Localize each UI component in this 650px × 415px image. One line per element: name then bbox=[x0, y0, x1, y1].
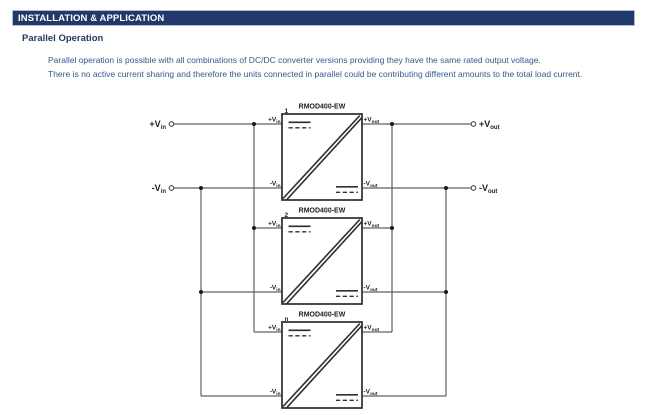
diagonal-line bbox=[282, 322, 361, 408]
dc-symbol-input bbox=[288, 329, 311, 337]
module-number: 2 bbox=[285, 212, 289, 219]
body-line-2: There is no active current sharing and t… bbox=[48, 69, 583, 79]
junction-dots bbox=[199, 122, 448, 294]
output-terminal-positive bbox=[470, 121, 477, 127]
dc-symbol-input bbox=[288, 225, 311, 233]
diagonal-line bbox=[282, 114, 361, 200]
section-header-bar: INSTALLATION & APPLICATION bbox=[12, 10, 635, 26]
input-terminal-label-positive: +Vin bbox=[149, 119, 166, 131]
junction-dot bbox=[444, 290, 448, 294]
pin-label-vin-negative: -Vin bbox=[270, 389, 281, 398]
junction-dot bbox=[390, 122, 394, 126]
module-title: RMOD400-EW bbox=[299, 208, 346, 215]
dc-symbol-output bbox=[336, 186, 358, 194]
dc-symbol-input bbox=[288, 121, 311, 129]
diagonal-line bbox=[282, 218, 361, 304]
module-title: RMOD400-EW bbox=[299, 104, 346, 111]
subsection-title: Parallel Operation bbox=[22, 33, 104, 44]
pin-label-vout-positive: +Vout bbox=[364, 117, 380, 126]
junction-dot bbox=[199, 186, 203, 190]
diagonal-line bbox=[285, 116, 363, 201]
junction-dot bbox=[252, 122, 256, 126]
pin-label-vout-positive: +Vout bbox=[364, 325, 380, 334]
output-terminal-label-positive: +Vout bbox=[479, 119, 500, 131]
body-paragraph: Parallel operation is possible with all … bbox=[48, 53, 582, 81]
output-terminal-negative bbox=[470, 185, 477, 191]
input-terminal-negative bbox=[168, 185, 175, 191]
diagonal-line bbox=[285, 324, 363, 409]
output-terminal-label-negative: -Vout bbox=[479, 183, 497, 195]
input-terminal-positive bbox=[168, 121, 175, 127]
junction-dot bbox=[252, 226, 256, 230]
module-number: 1 bbox=[285, 108, 289, 115]
junction-dot bbox=[199, 290, 203, 294]
pin-label-vin-positive: +Vin bbox=[268, 221, 280, 230]
pin-label-vout-negative: -Vout bbox=[364, 389, 378, 398]
dc-symbol-output bbox=[336, 394, 358, 402]
pin-label-vout-negative: -Vout bbox=[364, 181, 378, 190]
pin-label-vin-positive: +Vin bbox=[268, 325, 280, 334]
converter-module-2: RMOD400-EW 2 +Vin -Vin +Vout -Vout bbox=[268, 208, 380, 305]
pin-label-vin-negative: -Vin bbox=[270, 285, 281, 294]
body-line-1: Parallel operation is possible with all … bbox=[48, 55, 541, 65]
pin-label-vin-negative: -Vin bbox=[270, 181, 281, 190]
diagonal-line bbox=[285, 220, 363, 305]
section-header-title: INSTALLATION & APPLICATION bbox=[18, 12, 165, 24]
input-terminal-label-negative: -Vin bbox=[152, 183, 167, 195]
pin-label-vout-negative: -Vout bbox=[364, 285, 378, 294]
dc-symbol-output bbox=[336, 290, 358, 298]
junction-dot bbox=[444, 186, 448, 190]
module-number: n bbox=[285, 316, 289, 323]
pin-label-vout-positive: +Vout bbox=[364, 221, 380, 230]
converter-module-1: RMOD400-EW 1 +Vin -Vin +Vout -Vout bbox=[268, 104, 380, 201]
junction-dot bbox=[390, 226, 394, 230]
pin-label-vin-positive: +Vin bbox=[268, 117, 280, 126]
converter-module-n: RMOD400-EW n +Vin -Vin +Vout -Vout bbox=[268, 312, 380, 409]
module-title: RMOD400-EW bbox=[299, 312, 346, 319]
